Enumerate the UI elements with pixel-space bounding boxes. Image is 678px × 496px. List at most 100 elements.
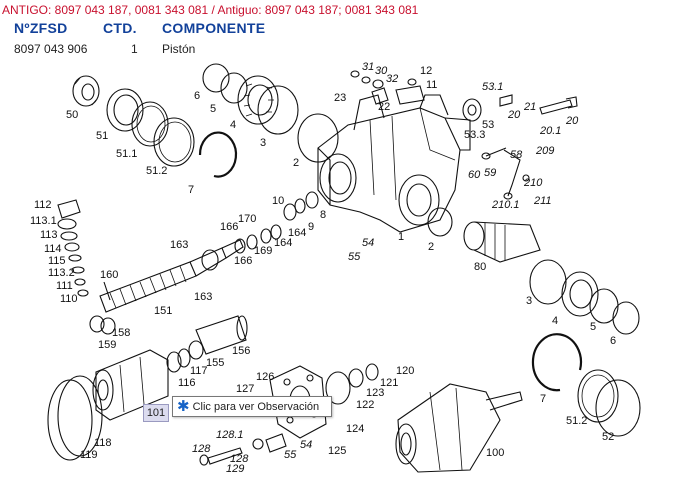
label-60: 60 bbox=[468, 169, 481, 181]
part-101-piston[interactable] bbox=[92, 349, 169, 421]
part-53-seal[interactable] bbox=[462, 98, 482, 122]
label-111: 111 bbox=[56, 280, 73, 292]
part-112-114-valve-stack[interactable] bbox=[57, 199, 89, 297]
label-30: 30 bbox=[375, 65, 388, 77]
part-160-pin[interactable] bbox=[103, 281, 111, 301]
part-151-worm-shaft[interactable] bbox=[99, 239, 244, 313]
part-100-valve-body[interactable] bbox=[395, 383, 523, 473]
label-51: 51 bbox=[96, 130, 108, 142]
label-7-right: 7 bbox=[540, 393, 546, 405]
part-128-129-bolt[interactable] bbox=[199, 433, 287, 466]
observation-tooltip[interactable]: ✱Clic para ver Observación bbox=[172, 396, 332, 417]
label-209: 209 bbox=[535, 145, 554, 157]
label-51-2-right: 51.2 bbox=[566, 415, 587, 427]
label-3-top: 3 bbox=[260, 137, 266, 149]
label-5-top: 5 bbox=[210, 103, 216, 115]
label-113: 113 bbox=[40, 229, 58, 241]
part-51-1-ring[interactable] bbox=[131, 101, 169, 147]
label-115: 115 bbox=[48, 255, 66, 267]
label-58: 58 bbox=[510, 149, 523, 161]
part-118-119-seals[interactable] bbox=[47, 375, 103, 461]
label-117: 117 bbox=[190, 365, 208, 377]
label-163-top: 163 bbox=[170, 239, 188, 251]
label-114: 114 bbox=[44, 243, 62, 255]
label-53: 53 bbox=[482, 119, 494, 131]
part-52-cover[interactable] bbox=[595, 379, 641, 437]
label-210: 210 bbox=[523, 177, 543, 189]
label-156: 156 bbox=[232, 345, 250, 357]
part-12-11-valve[interactable] bbox=[395, 78, 425, 105]
label-100: 100 bbox=[486, 447, 504, 459]
label-123: 123 bbox=[366, 387, 384, 399]
part-3-ring[interactable] bbox=[257, 85, 299, 135]
part-117-116-rings[interactable] bbox=[166, 348, 191, 373]
label-122: 122 bbox=[356, 399, 374, 411]
part-7-circlip-right[interactable] bbox=[531, 333, 583, 392]
part-51-2-ring-right[interactable] bbox=[577, 369, 619, 423]
label-51-2: 51.2 bbox=[146, 165, 167, 177]
part-50-nut[interactable] bbox=[72, 75, 100, 107]
part-163-166-rings[interactable] bbox=[201, 224, 282, 271]
label-164a: 164 bbox=[288, 227, 306, 239]
label-113-1: 113.1 bbox=[30, 215, 57, 227]
label-166-top: 166 bbox=[220, 221, 238, 233]
part-51-2-ring[interactable] bbox=[153, 117, 195, 167]
part-158-159-rings[interactable] bbox=[89, 315, 116, 335]
label-112: 112 bbox=[34, 199, 52, 211]
label-10: 10 bbox=[272, 195, 284, 207]
label-20a: 20 bbox=[507, 109, 521, 121]
label-110: 110 bbox=[60, 293, 78, 305]
label-52: 52 bbox=[602, 431, 614, 443]
part-51-ring[interactable] bbox=[106, 88, 144, 132]
label-20-1: 20.1 bbox=[539, 125, 561, 137]
part-10-8-9-rings[interactable] bbox=[283, 191, 319, 221]
part-80-sector-shaft[interactable] bbox=[463, 221, 541, 263]
part-21-20-bolt[interactable] bbox=[499, 94, 578, 115]
label-53-1: 53.1 bbox=[482, 81, 503, 93]
label-55-bottom: 55 bbox=[284, 449, 297, 461]
label-2-right: 2 bbox=[428, 241, 434, 253]
column-header-zfsd: NºZFSD bbox=[14, 20, 68, 36]
part-6-ring-right[interactable] bbox=[612, 301, 640, 335]
label-121: 121 bbox=[380, 377, 398, 389]
part-31-32-30-cap[interactable] bbox=[350, 70, 389, 105]
label-31: 31 bbox=[362, 61, 374, 73]
label-59: 59 bbox=[484, 167, 496, 179]
label-4-right: 4 bbox=[552, 315, 558, 327]
part-7-circlip[interactable] bbox=[198, 131, 238, 178]
part-155-ring[interactable] bbox=[188, 340, 204, 360]
part-121-123-rings[interactable] bbox=[325, 363, 379, 405]
label-53-3: 53.3 bbox=[464, 129, 485, 141]
label-113-2: 113.2 bbox=[48, 267, 75, 279]
label-129: 129 bbox=[226, 463, 244, 475]
former-part-numbers: ANTIGO: 8097 043 187, 0081 343 081 / Ant… bbox=[2, 3, 419, 17]
label-80: 80 bbox=[474, 261, 486, 273]
label-164b: 164 bbox=[274, 237, 292, 249]
label-3-right: 3 bbox=[526, 295, 532, 307]
part-5-ring-right[interactable] bbox=[589, 288, 619, 324]
label-125: 125 bbox=[328, 445, 346, 457]
part-5-ring[interactable] bbox=[220, 72, 248, 104]
part-101-badge[interactable]: 101 bbox=[143, 404, 169, 422]
label-6-right: 6 bbox=[610, 335, 616, 347]
column-header-quantity: CTD. bbox=[103, 20, 137, 36]
label-166-bottom: 166 bbox=[234, 255, 252, 267]
label-116: 116 bbox=[178, 377, 196, 389]
label-12: 12 bbox=[420, 65, 432, 77]
label-127: 127 bbox=[236, 383, 254, 395]
label-170: 170 bbox=[238, 213, 256, 225]
part-3-ring-right[interactable] bbox=[529, 259, 567, 305]
label-128-1: 128.1 bbox=[216, 429, 244, 441]
part-6-ring[interactable] bbox=[202, 63, 230, 93]
label-126: 126 bbox=[256, 371, 274, 383]
part-number-cell: 8097 043 906 bbox=[14, 42, 88, 56]
part-4-bearing-right[interactable] bbox=[561, 271, 599, 317]
label-210-1: 210.1 bbox=[491, 199, 520, 211]
part-1-housing[interactable] bbox=[317, 94, 471, 233]
label-6-top: 6 bbox=[194, 90, 200, 102]
part-4-bearing[interactable] bbox=[237, 75, 279, 125]
part-209-linkage[interactable] bbox=[481, 147, 530, 200]
label-8: 8 bbox=[320, 209, 326, 221]
part-2-oring-right[interactable] bbox=[427, 207, 453, 237]
